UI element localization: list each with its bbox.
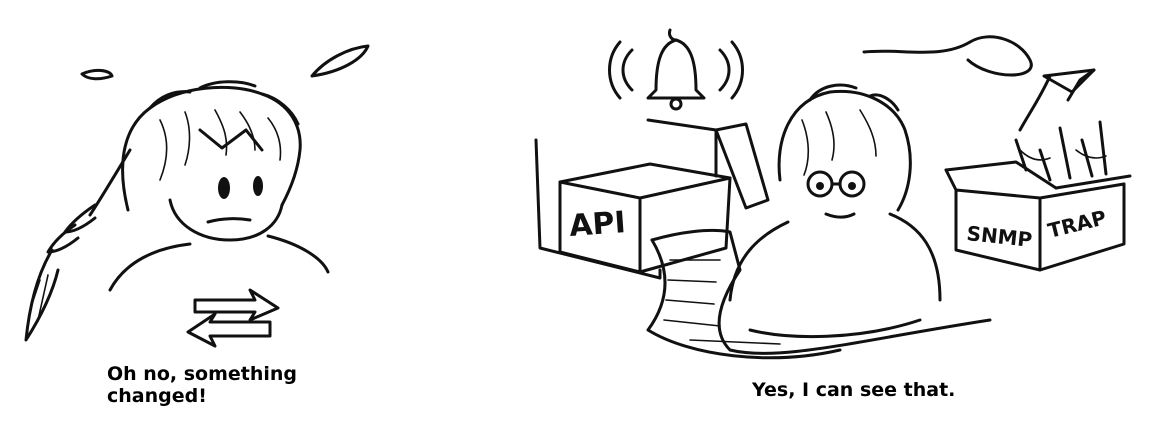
ringing-bell-icon bbox=[608, 28, 744, 111]
monitoring-character-drawing: API bbox=[534, 28, 1132, 360]
paper-plane-icon bbox=[862, 35, 1096, 132]
caption-left: Oh no, something changed! bbox=[107, 363, 297, 407]
character-braid bbox=[24, 148, 132, 342]
sweat-drop-icon bbox=[80, 68, 114, 81]
api-box: API bbox=[534, 118, 770, 280]
api-label: API bbox=[568, 205, 627, 244]
character-with-glasses bbox=[728, 83, 942, 339]
comic-panel-left: Oh no, something changed! bbox=[0, 0, 520, 423]
caption-right: Yes, I can see that. bbox=[752, 379, 956, 401]
printout-paper bbox=[646, 228, 992, 360]
worried-character-drawing bbox=[24, 44, 370, 348]
character-face bbox=[168, 176, 284, 242]
comic-panel-right: API bbox=[520, 0, 1152, 423]
trap-label: TRAP bbox=[1045, 205, 1108, 243]
snmp-label: SNMP bbox=[965, 221, 1033, 252]
character-body bbox=[108, 234, 330, 292]
character-hair bbox=[121, 80, 302, 212]
sweat-drop-icon bbox=[310, 44, 370, 78]
swap-arrows-icon bbox=[186, 288, 280, 348]
snmp-trap-box: SNMP TRAP bbox=[944, 120, 1132, 272]
